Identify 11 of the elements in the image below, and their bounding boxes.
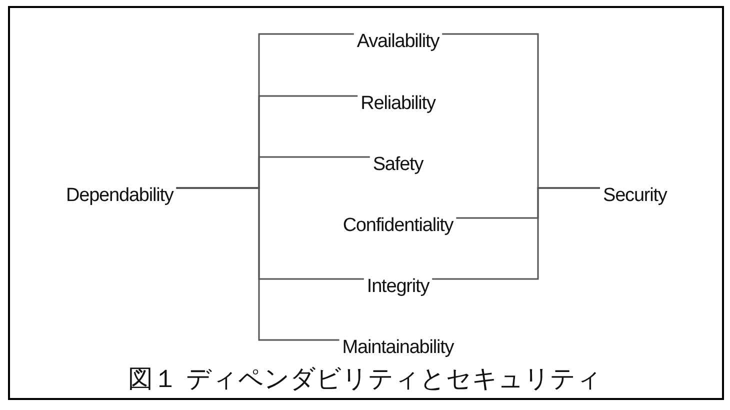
term-text: Availability <box>356 28 440 56</box>
term-text: Integrity <box>366 273 430 301</box>
term-text: Dependability <box>66 182 174 210</box>
term-text: Maintainability <box>342 334 454 362</box>
term-text: Safety <box>372 151 424 179</box>
term-text: Reliability <box>360 90 436 118</box>
connector-line <box>432 187 600 280</box>
figure-caption: 図１ ディペンダビリティとセキュリティ <box>128 363 602 395</box>
term-text: Confidentiality <box>342 212 454 240</box>
term-text: Security <box>603 182 667 210</box>
connector-line <box>176 187 340 341</box>
